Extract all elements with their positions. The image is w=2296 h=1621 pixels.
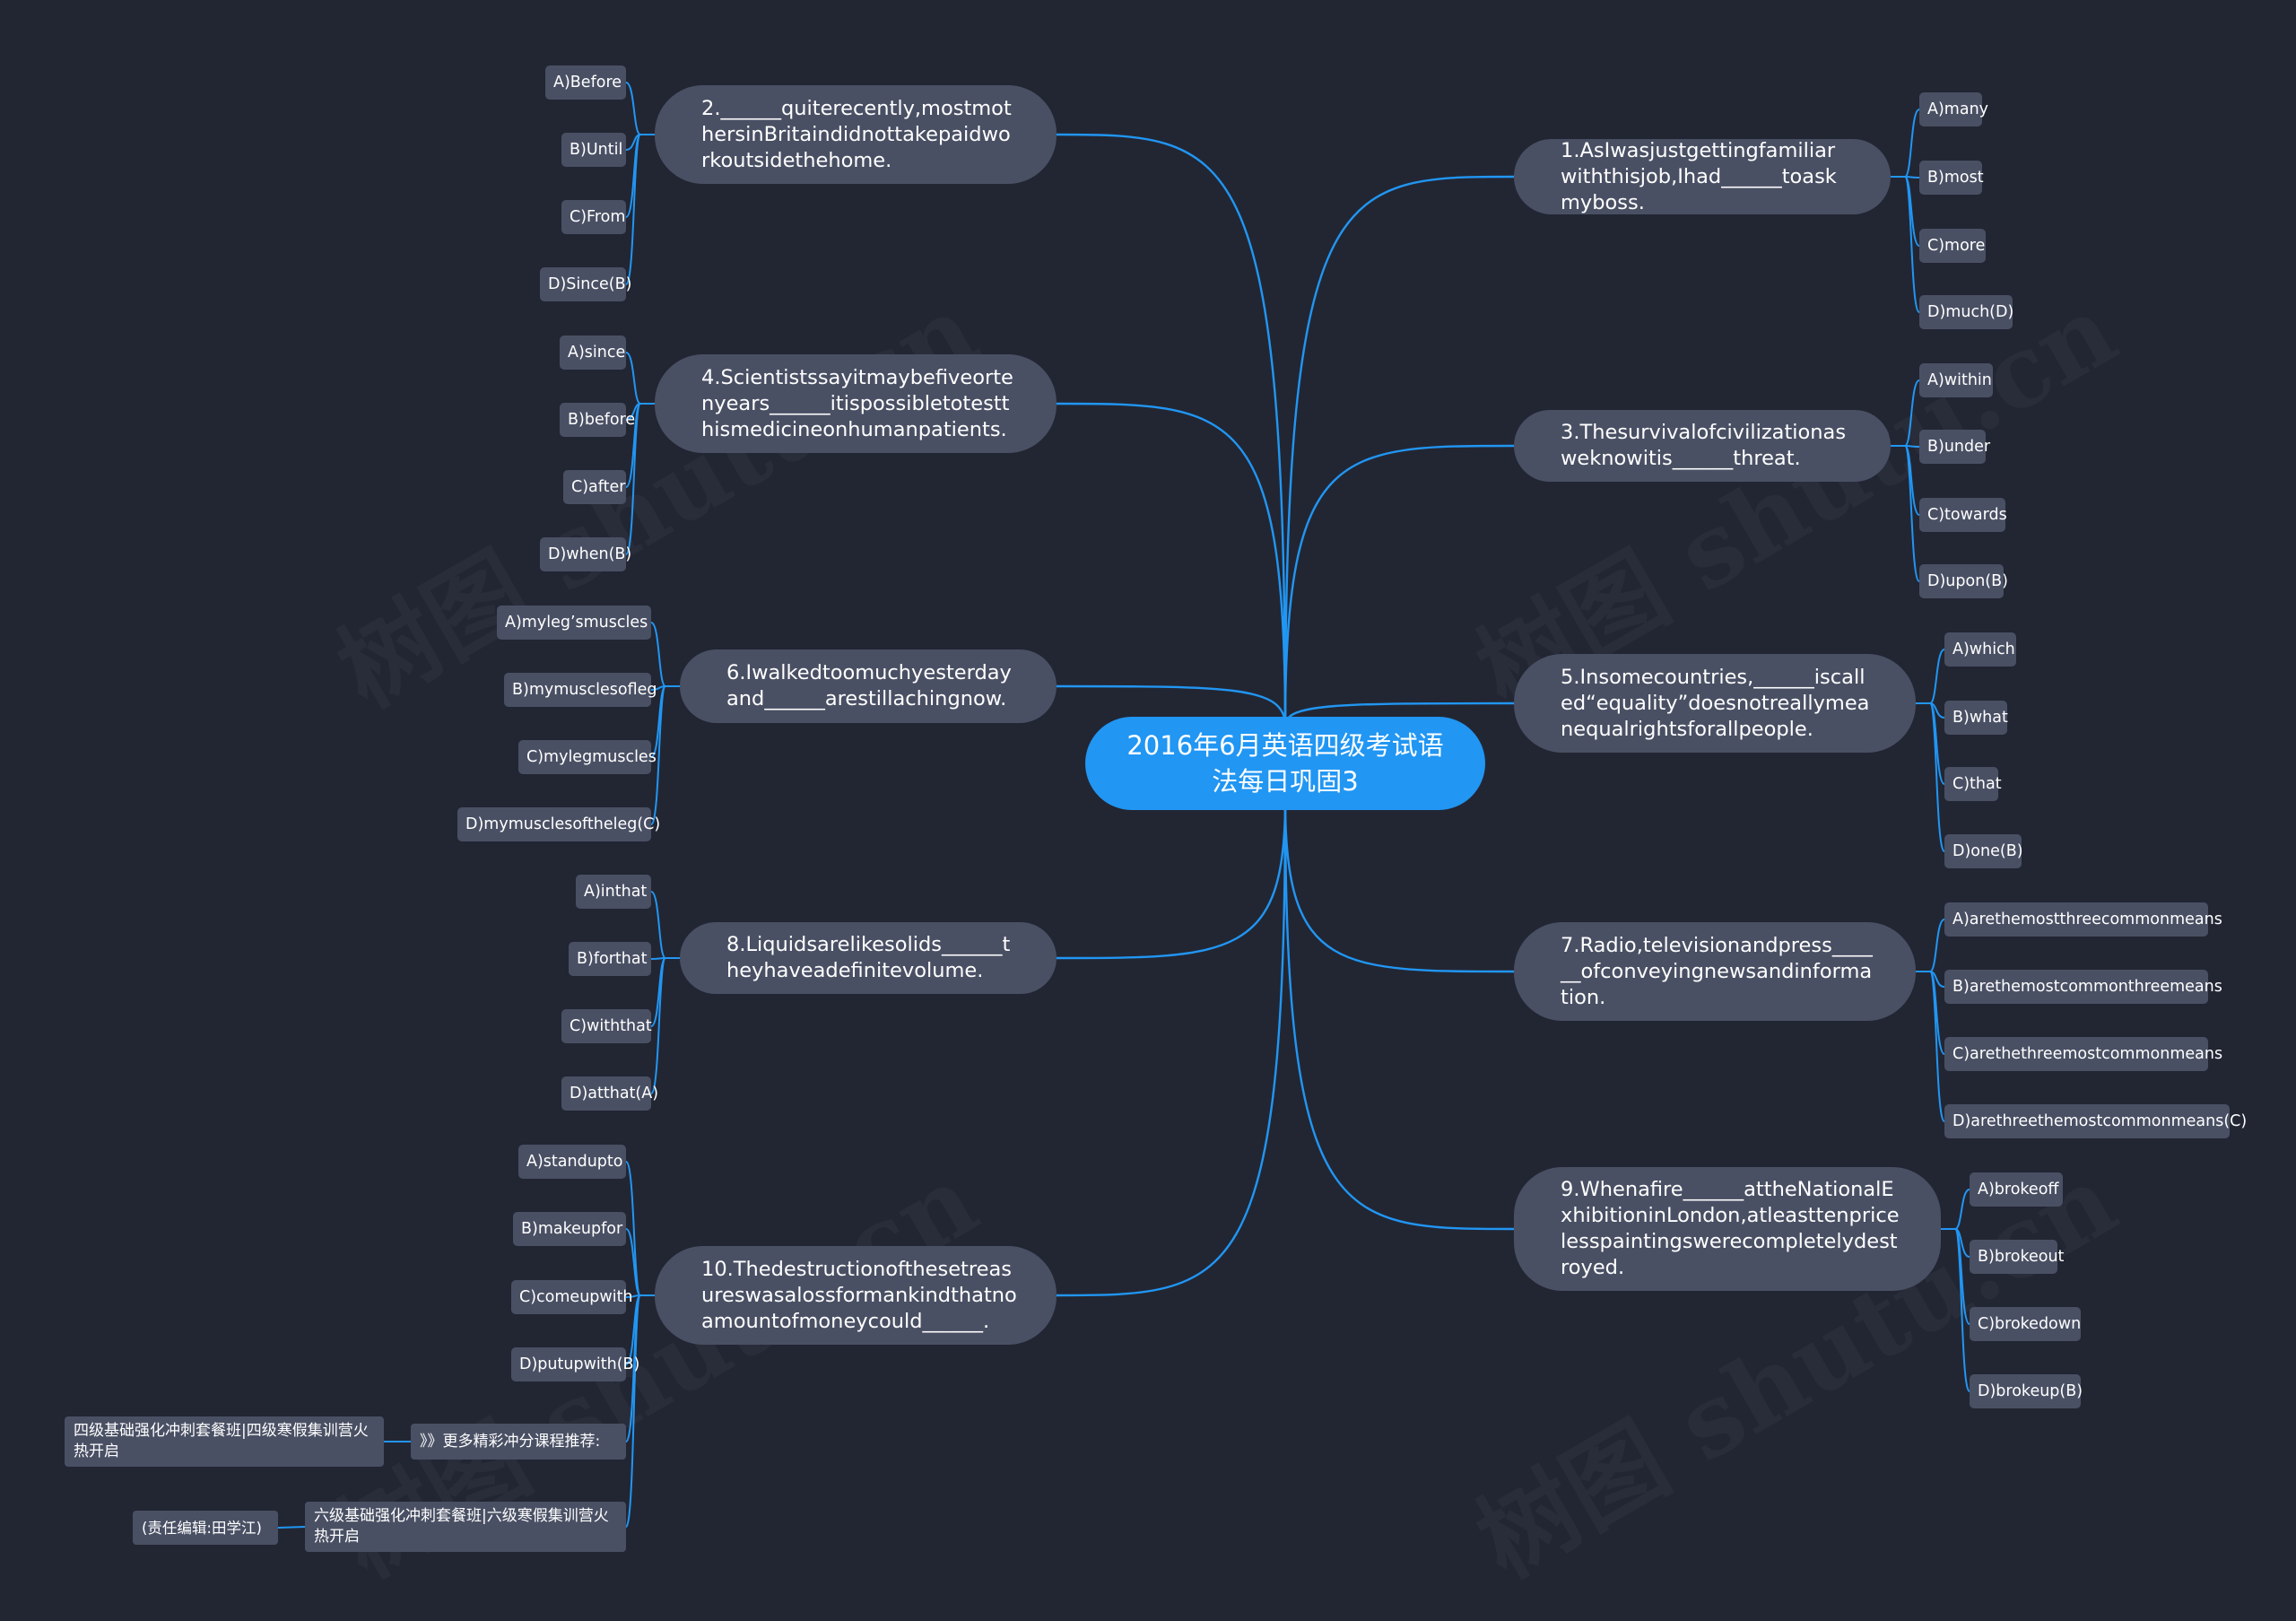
option-q8-3[interactable]: D)atthat(A) [561, 1076, 658, 1111]
option-q5-0[interactable]: A)which [1944, 632, 2016, 667]
option-q7-0[interactable]: A)arethemostthreecommonmeans [1944, 902, 2222, 937]
option-q1-0[interactable]: A)many [1919, 92, 1988, 126]
question-node-q4[interactable]: 4.Scientistssayitmaybefiveortenyears____… [655, 354, 1057, 453]
option-q10-2[interactable]: C)comeupwith [511, 1280, 633, 1314]
option-q4-2[interactable]: C)after [563, 470, 626, 504]
option-q9-2[interactable]: C)brokedown [1970, 1307, 2081, 1341]
recommend-node-0[interactable]: 》》更多精彩冲分课程推荐: [411, 1424, 626, 1460]
recommend-child-1[interactable]: (责任编辑:田学江) [133, 1511, 278, 1545]
option-q3-1[interactable]: B)under [1919, 430, 1990, 464]
option-q4-0[interactable]: A)since [560, 336, 626, 370]
question-node-q9[interactable]: 9.Whenafire______attheNationalExhibition… [1514, 1167, 1941, 1291]
question-node-q7[interactable]: 7.Radio,televisionandpress______ofconvey… [1514, 922, 1916, 1021]
option-q2-0[interactable]: A)Before [545, 65, 626, 100]
question-node-q5[interactable]: 5.Insomecountries,______iscalled“equalit… [1514, 654, 1916, 753]
option-q9-3[interactable]: D)brokeup(B) [1970, 1374, 2083, 1408]
option-q2-2[interactable]: C)From [561, 200, 626, 234]
option-q3-3[interactable]: D)upon(B) [1919, 564, 2008, 598]
option-q2-1[interactable]: B)Until [561, 133, 626, 167]
option-q9-0[interactable]: A)brokeoff [1970, 1172, 2063, 1207]
option-q8-1[interactable]: B)forthat [569, 942, 651, 976]
option-q2-3[interactable]: D)Since(B) [540, 267, 631, 301]
option-q6-3[interactable]: D)mymusclesoftheleg(C) [457, 807, 660, 841]
recommend-node-1[interactable]: 六级基础强化冲刺套餐班|六级寒假集训营火热开启 [305, 1502, 626, 1552]
option-q5-1[interactable]: B)what [1944, 701, 2008, 735]
option-q3-2[interactable]: C)towards [1919, 498, 2007, 532]
option-q3-0[interactable]: A)within [1919, 363, 1993, 397]
option-q8-2[interactable]: C)withthat [561, 1009, 652, 1043]
option-q4-1[interactable]: B)before [560, 403, 635, 437]
option-q6-1[interactable]: B)mymusclesofleg [504, 673, 657, 707]
question-node-q6[interactable]: 6.Iwalkedtoomuchyesterdayand______aresti… [680, 649, 1057, 723]
option-q10-3[interactable]: D)putupwith(B) [511, 1347, 639, 1381]
question-node-q3[interactable]: 3.Thesurvivalofcivilizationasweknowitis_… [1514, 410, 1891, 482]
question-node-q8[interactable]: 8.Liquidsarelikesolids______theyhaveadef… [680, 922, 1057, 994]
option-q1-2[interactable]: C)more [1919, 229, 1986, 263]
question-node-q1[interactable]: 1.AsIwasjustgettingfamiliarwiththisjob,I… [1514, 139, 1891, 214]
question-node-q2[interactable]: 2.______quiterecently,mostmothersinBrita… [655, 85, 1057, 184]
option-q5-3[interactable]: D)one(B) [1944, 834, 2023, 868]
option-q1-3[interactable]: D)much(D) [1919, 295, 2013, 329]
option-q6-0[interactable]: A)myleg’smuscles [497, 606, 651, 640]
option-q5-2[interactable]: C)that [1944, 767, 2002, 801]
option-q7-1[interactable]: B)arethemostcommonthreemeans [1944, 970, 2222, 1004]
root-topic[interactable]: 2016年6月英语四级考试语法每日巩固3 [1085, 717, 1485, 810]
option-q6-2[interactable]: C)mylegmuscles [518, 740, 657, 774]
option-q7-2[interactable]: C)arethethreemostcommonmeans [1944, 1037, 2222, 1071]
option-q4-3[interactable]: D)when(B) [540, 537, 631, 571]
option-q9-1[interactable]: B)brokeout [1970, 1240, 2064, 1274]
question-node-q10[interactable]: 10.Thedestructionofthesetreasureswasalos… [655, 1246, 1057, 1345]
option-q1-1[interactable]: B)most [1919, 161, 1984, 195]
option-q7-3[interactable]: D)arethreethemostcommonmeans(C) [1944, 1104, 2247, 1138]
option-q8-0[interactable]: A)inthat [576, 875, 651, 909]
recommend-child-0[interactable]: 四级基础强化冲刺套餐班|四级寒假集训营火热开启 [65, 1416, 384, 1467]
option-q10-0[interactable]: A)standupto [518, 1145, 626, 1179]
option-q10-1[interactable]: B)makeupfor [513, 1212, 626, 1246]
